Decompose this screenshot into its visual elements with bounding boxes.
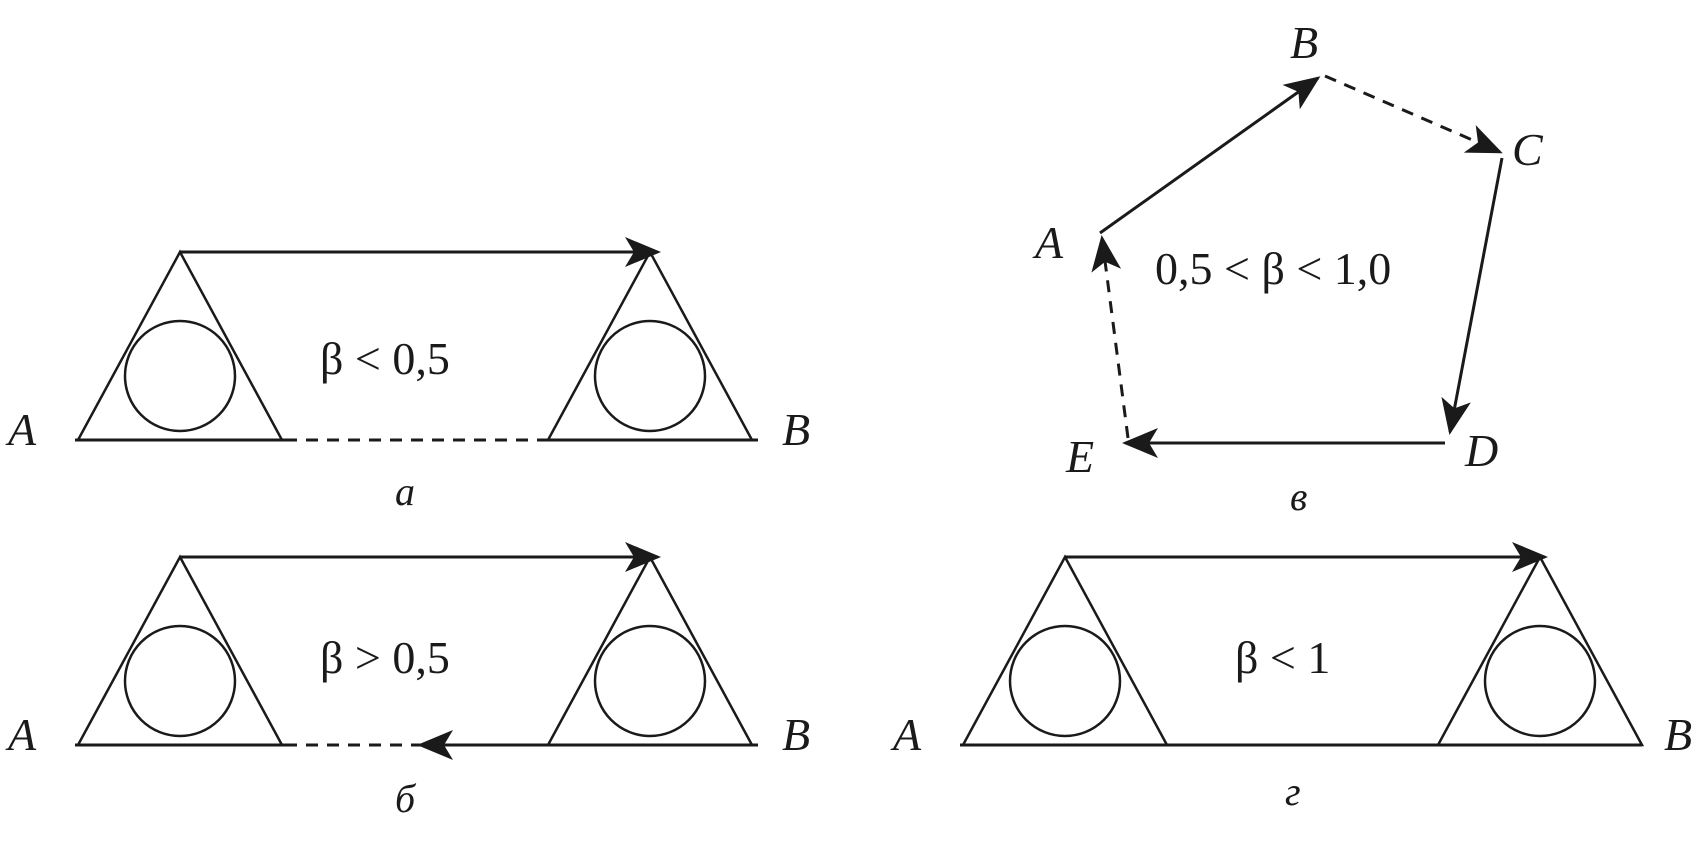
panel-b-caption: б <box>395 776 417 821</box>
panel-c-point-b: B <box>1290 17 1318 68</box>
panel-c-caption: в <box>1290 474 1307 519</box>
panel-d-label-right: B <box>1664 709 1692 760</box>
panel-c-arrow-b-to-c <box>1324 74 1503 154</box>
panel-b-condition: β > 0,5 <box>320 632 450 683</box>
panel-d-station-left-icon <box>961 555 1169 747</box>
panel-b: β > 0,5 A B б <box>5 542 810 821</box>
panel-a-station-right-icon <box>546 250 754 442</box>
panel-a-condition: β < 0,5 <box>320 333 450 384</box>
panel-a-label-right: B <box>782 404 810 455</box>
panel-d: β < 1 A B г <box>890 542 1692 814</box>
panel-d-condition: β < 1 <box>1235 632 1330 683</box>
panel-c-arrow-c-to-d <box>1441 157 1504 435</box>
panel-c-arrow-a-to-b <box>1099 76 1321 235</box>
panel-c: 0,5 < β < 1,0 A B C D E в <box>1032 17 1544 519</box>
panel-d-caption: г <box>1285 769 1301 814</box>
panel-c-point-a: A <box>1032 217 1064 268</box>
panel-d-label-left: A <box>890 709 922 760</box>
panel-c-point-d: D <box>1464 425 1498 476</box>
panel-c-arrow-e-to-a <box>1091 235 1130 439</box>
panel-c-point-c: C <box>1512 124 1544 175</box>
panel-a: β < 0,5 A B a <box>5 237 810 514</box>
panel-b-label-right: B <box>782 709 810 760</box>
panel-c-condition: 0,5 < β < 1,0 <box>1155 243 1391 294</box>
panel-c-point-e: E <box>1065 431 1094 482</box>
panel-b-label-left: A <box>5 709 37 760</box>
panel-b-station-left-icon <box>76 555 284 747</box>
panel-a-station-left-icon <box>76 250 284 442</box>
panel-b-station-right-icon <box>546 555 754 747</box>
panel-a-label-left: A <box>5 404 37 455</box>
panel-d-station-right-icon <box>1436 555 1644 747</box>
panel-a-caption: a <box>395 469 415 514</box>
